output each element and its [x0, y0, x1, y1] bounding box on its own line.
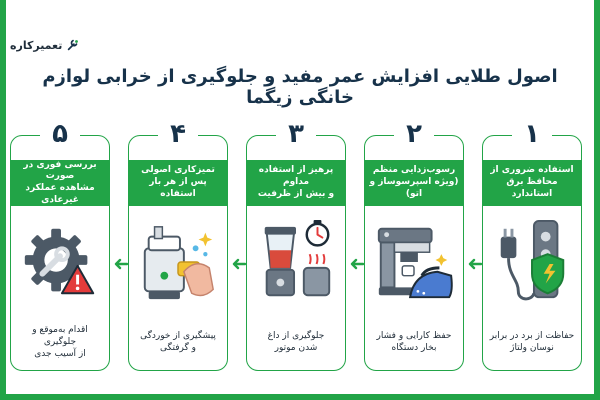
blender-timer-icon [253, 210, 339, 314]
arrow-left-icon [114, 255, 129, 270]
step-heading-box: پرهیز از استفاده مداوم و بیش از ظرفیت [247, 160, 345, 206]
step-heading: بررسی فوری در صورت مشاهده عملکرد غیرعادی [23, 159, 97, 205]
step-number: ۲ [394, 114, 434, 154]
arrow-left-icon [232, 255, 247, 270]
step-description: جلوگیری از داغ شدن موتور [267, 330, 325, 353]
step-card-3: ۳ پرهیز از استفاده مداوم و بیش از ظرفیت … [246, 114, 346, 371]
step-number: ۴ [158, 114, 198, 154]
bottom-border [0, 394, 600, 400]
step-description: حفظ کارایی و فشار بخار دستگاه [376, 330, 452, 353]
step-heading-box: تمیزکاری اصولی پس از هر بار استفاده [129, 160, 227, 206]
cleaning-hand-icon [135, 210, 221, 314]
page-title: اصول طلایی افزایش عمر مفید و جلوگیری از … [42, 66, 558, 108]
arrow-left-icon [350, 255, 365, 270]
step-description: پیشگیری از خوردگی و گرفتگی [140, 330, 216, 353]
step-number: ۵ [40, 114, 80, 154]
arrow-left-icon [468, 255, 483, 270]
step-heading: پرهیز از استفاده مداوم و بیش از ظرفیت [257, 165, 335, 199]
gear-warning-icon [17, 210, 103, 314]
wrench-logo-icon [68, 39, 79, 51]
espresso-iron-icon [371, 210, 457, 314]
step-heading-box: رسوب‌زدایی منظم (ویژه اسپرسوساز و اتو) [365, 160, 463, 206]
steps-row: ۵ بررسی فوری در صورت مشاهده عملکرد غیرعا… [10, 114, 590, 377]
step-number: ۳ [276, 114, 316, 154]
power-strip-plug-icon [489, 210, 575, 314]
step-heading: استفاده ضروری از محافظ برق استاندارد [490, 165, 574, 199]
step-description: اقدام به‌موقع و جلوگیری از آسیب جدی [32, 324, 88, 360]
step-heading: رسوب‌زدایی منظم (ویژه اسپرسوساز و اتو) [369, 165, 459, 199]
step-heading-box: استفاده ضروری از محافظ برق استاندارد [483, 160, 581, 206]
step-card-4: ۴ تمیزکاری اصولی پس از هر بار استفاده پی… [128, 114, 228, 371]
step-card-2: ۲ رسوب‌زدایی منظم (ویژه اسپرسوساز و اتو) [364, 114, 464, 371]
right-border [594, 0, 600, 400]
left-border [0, 0, 6, 400]
step-card-1: ۱ استفاده ضروری از محافظ برق استاندارد ح… [482, 114, 582, 371]
step-heading-box: بررسی فوری در صورت مشاهده عملکرد غیرعادی [11, 160, 109, 206]
step-card-5: ۵ بررسی فوری در صورت مشاهده عملکرد غیرعا… [10, 114, 110, 371]
step-description: حفاظت از برد در برابر نوسان ولتاژ [489, 330, 575, 353]
step-heading: تمیزکاری اصولی پس از هر بار استفاده [141, 165, 215, 199]
brand-name: تعمیرکاره [10, 38, 63, 52]
brand-logo: تعمیرکاره [10, 38, 80, 52]
step-number: ۱ [512, 114, 552, 154]
